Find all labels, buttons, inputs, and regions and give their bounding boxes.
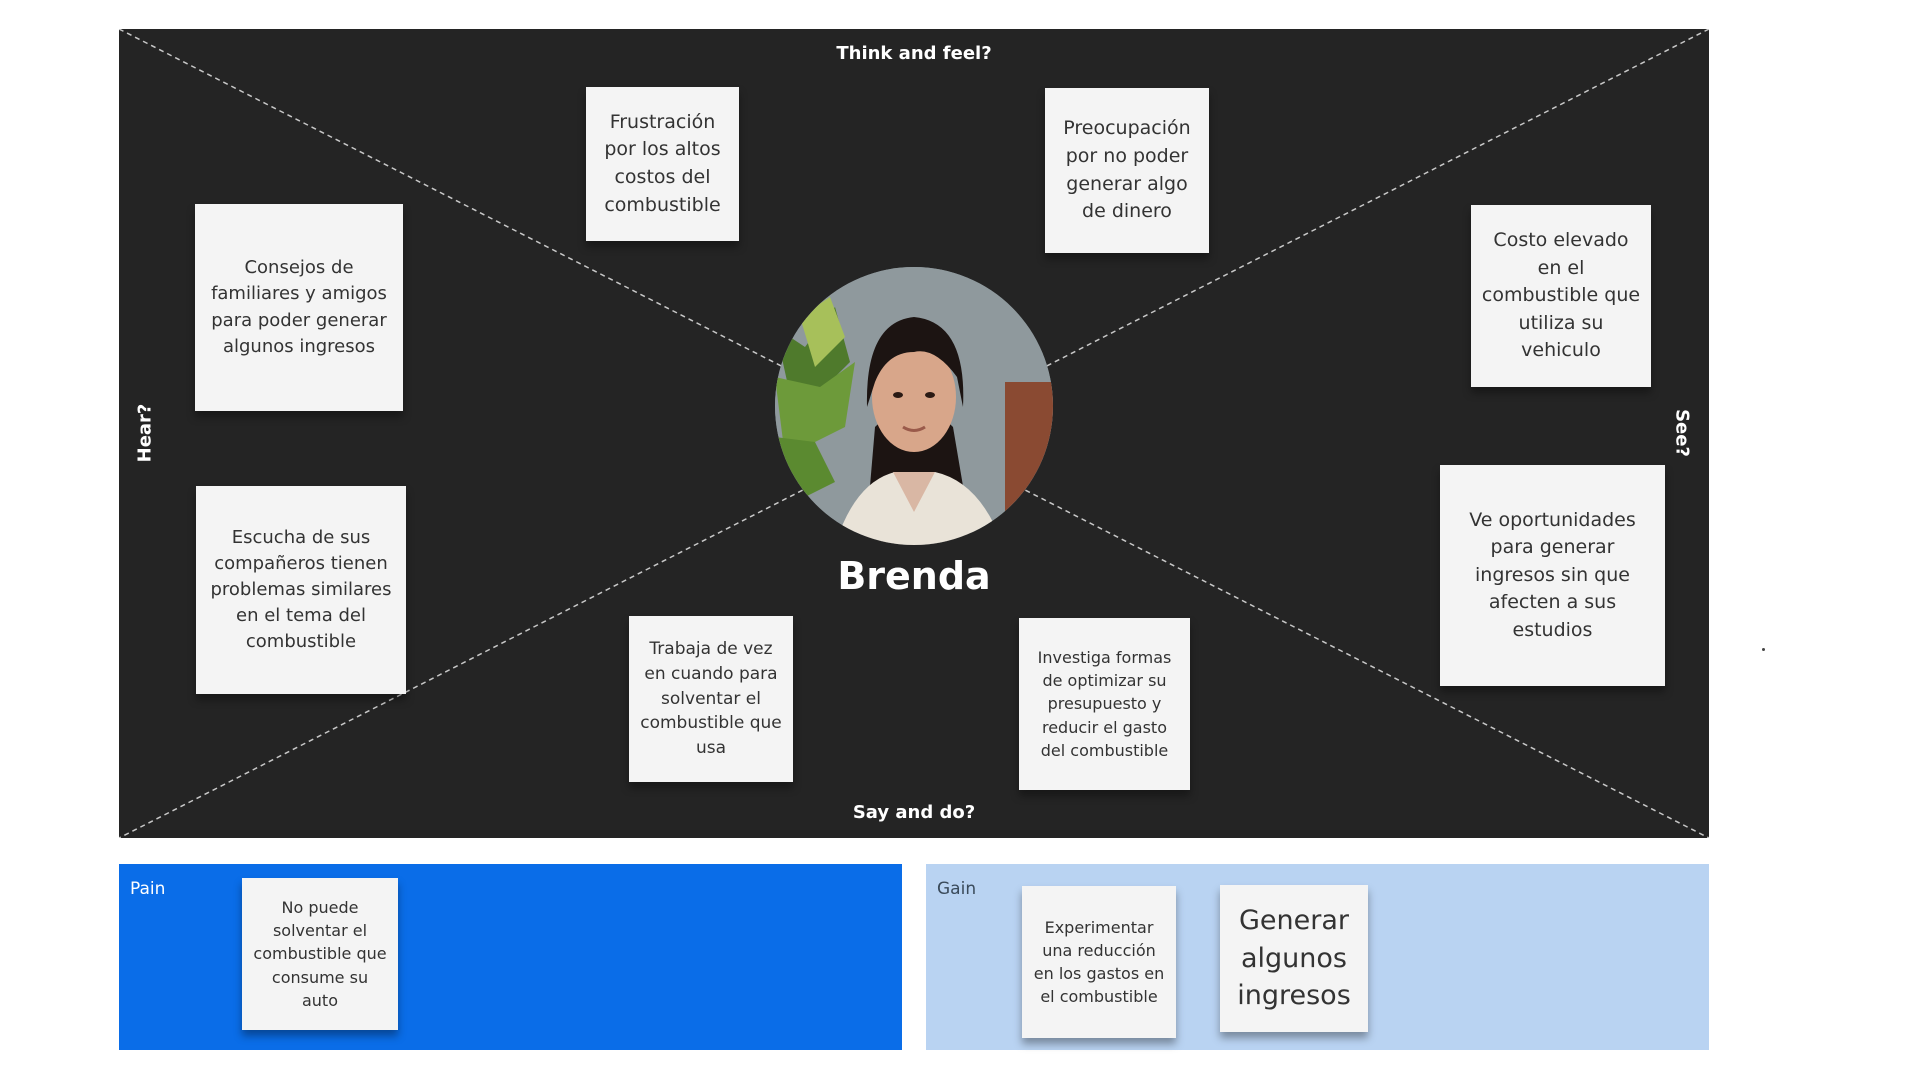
persona-photo-illustration [775, 267, 1053, 545]
pain-sticky-note[interactable]: No puede solventar el combustible que co… [242, 878, 398, 1030]
empathy-map-board: Think and feel? Say and do? Hear? See? [119, 29, 1709, 838]
sticky-note-see-2[interactable]: Ve oportunidades para generar ingresos s… [1440, 465, 1665, 686]
persona-avatar[interactable] [775, 267, 1053, 545]
sticky-note-hear-1[interactable]: Consejos de familiares y amigos para pod… [195, 204, 403, 411]
sticky-note-hear-2[interactable]: Escucha de sus compañeros tienen problem… [196, 486, 406, 694]
stray-dot [1762, 648, 1765, 651]
sticky-note-see-1[interactable]: Costo elevado en el combustible que util… [1471, 205, 1651, 387]
gain-sticky-note-2[interactable]: Generar algunos ingresos [1220, 885, 1368, 1032]
gain-label: Gain [937, 879, 977, 899]
quadrant-label-hear: Hear? [134, 403, 156, 463]
sticky-note-think-2[interactable]: Preocupación por no poder generar algo d… [1045, 88, 1209, 253]
gain-sticky-note-1[interactable]: Experimentar una reducción en los gastos… [1022, 886, 1176, 1038]
persona-name: Brenda [837, 554, 991, 598]
quadrant-label-see: See? [1671, 409, 1693, 457]
quadrant-label-think-feel: Think and feel? [836, 43, 992, 64]
pain-label: Pain [130, 879, 166, 899]
pain-panel: Pain [119, 864, 902, 1050]
sticky-note-think-1[interactable]: Frustración por los altos costos del com… [586, 87, 739, 241]
quadrant-label-say-do: Say and do? [852, 802, 976, 823]
sticky-note-say-1[interactable]: Trabaja de vez en cuando para solventar … [629, 616, 793, 782]
sticky-note-say-2[interactable]: Investiga formas de optimizar su presupu… [1019, 618, 1190, 790]
